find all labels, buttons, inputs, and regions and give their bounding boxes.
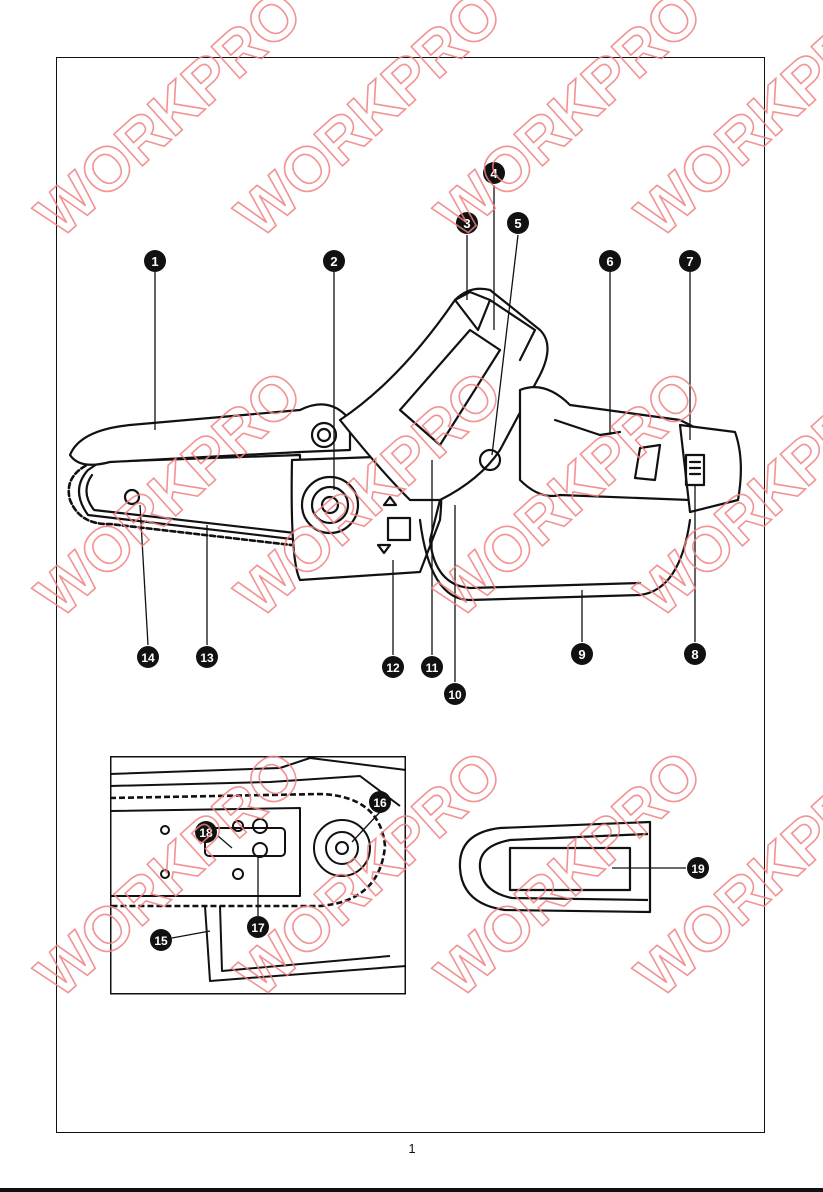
callout-number: 8 bbox=[691, 647, 698, 662]
callout-3: 3 bbox=[456, 212, 478, 234]
callout-8: 8 bbox=[684, 643, 706, 665]
callout-number: 2 bbox=[330, 254, 337, 269]
callout-number: 5 bbox=[514, 216, 521, 231]
callout-number: 14 bbox=[141, 651, 155, 665]
callout-18: 18 bbox=[195, 821, 217, 843]
chainsaw-illustration: 1 2 3 4 5 6 7 8 9 10 11 12 13 14 bbox=[0, 0, 823, 760]
callout-number: 7 bbox=[686, 254, 693, 269]
callout-number: 16 bbox=[373, 796, 387, 810]
callout-5: 5 bbox=[507, 212, 529, 234]
callout-10: 10 bbox=[444, 683, 466, 705]
page-number: 1 bbox=[402, 1141, 422, 1156]
bar-cover-illustration: 19 bbox=[450, 818, 730, 918]
guide-bar bbox=[79, 455, 300, 540]
callout-13: 13 bbox=[196, 646, 218, 668]
callout-12: 12 bbox=[382, 656, 404, 678]
callout-17: 17 bbox=[247, 916, 269, 938]
callout-number: 1 bbox=[151, 254, 158, 269]
callout-6: 6 bbox=[599, 250, 621, 272]
callout-15: 15 bbox=[150, 929, 172, 951]
callout-9: 9 bbox=[571, 643, 593, 665]
blade-guard bbox=[70, 404, 350, 464]
callout-number: 12 bbox=[386, 661, 400, 675]
callout-number: 4 bbox=[490, 166, 498, 181]
callout-4: 4 bbox=[483, 162, 505, 184]
callout-number: 6 bbox=[606, 254, 613, 269]
battery-pack bbox=[680, 425, 741, 512]
chain-detail-inset: 16 18 17 15 bbox=[110, 756, 406, 996]
callout-number: 10 bbox=[448, 688, 462, 702]
callout-number: 9 bbox=[578, 647, 585, 662]
callout-2: 2 bbox=[323, 250, 345, 272]
callout-number: 15 bbox=[154, 934, 168, 948]
callout-number: 18 bbox=[199, 826, 213, 840]
callout-16: 16 bbox=[369, 791, 391, 813]
callout-19: 19 bbox=[687, 857, 709, 879]
callout-1: 1 bbox=[144, 250, 166, 272]
callout-number: 19 bbox=[691, 862, 705, 876]
callout-7: 7 bbox=[679, 250, 701, 272]
callout-number: 13 bbox=[200, 651, 214, 665]
callout-11: 11 bbox=[421, 656, 443, 678]
callout-number: 11 bbox=[426, 661, 439, 675]
callout-number: 17 bbox=[251, 921, 265, 935]
callout-number: 3 bbox=[463, 216, 470, 231]
callout-14: 14 bbox=[137, 646, 159, 668]
bottom-rule bbox=[0, 1188, 823, 1192]
